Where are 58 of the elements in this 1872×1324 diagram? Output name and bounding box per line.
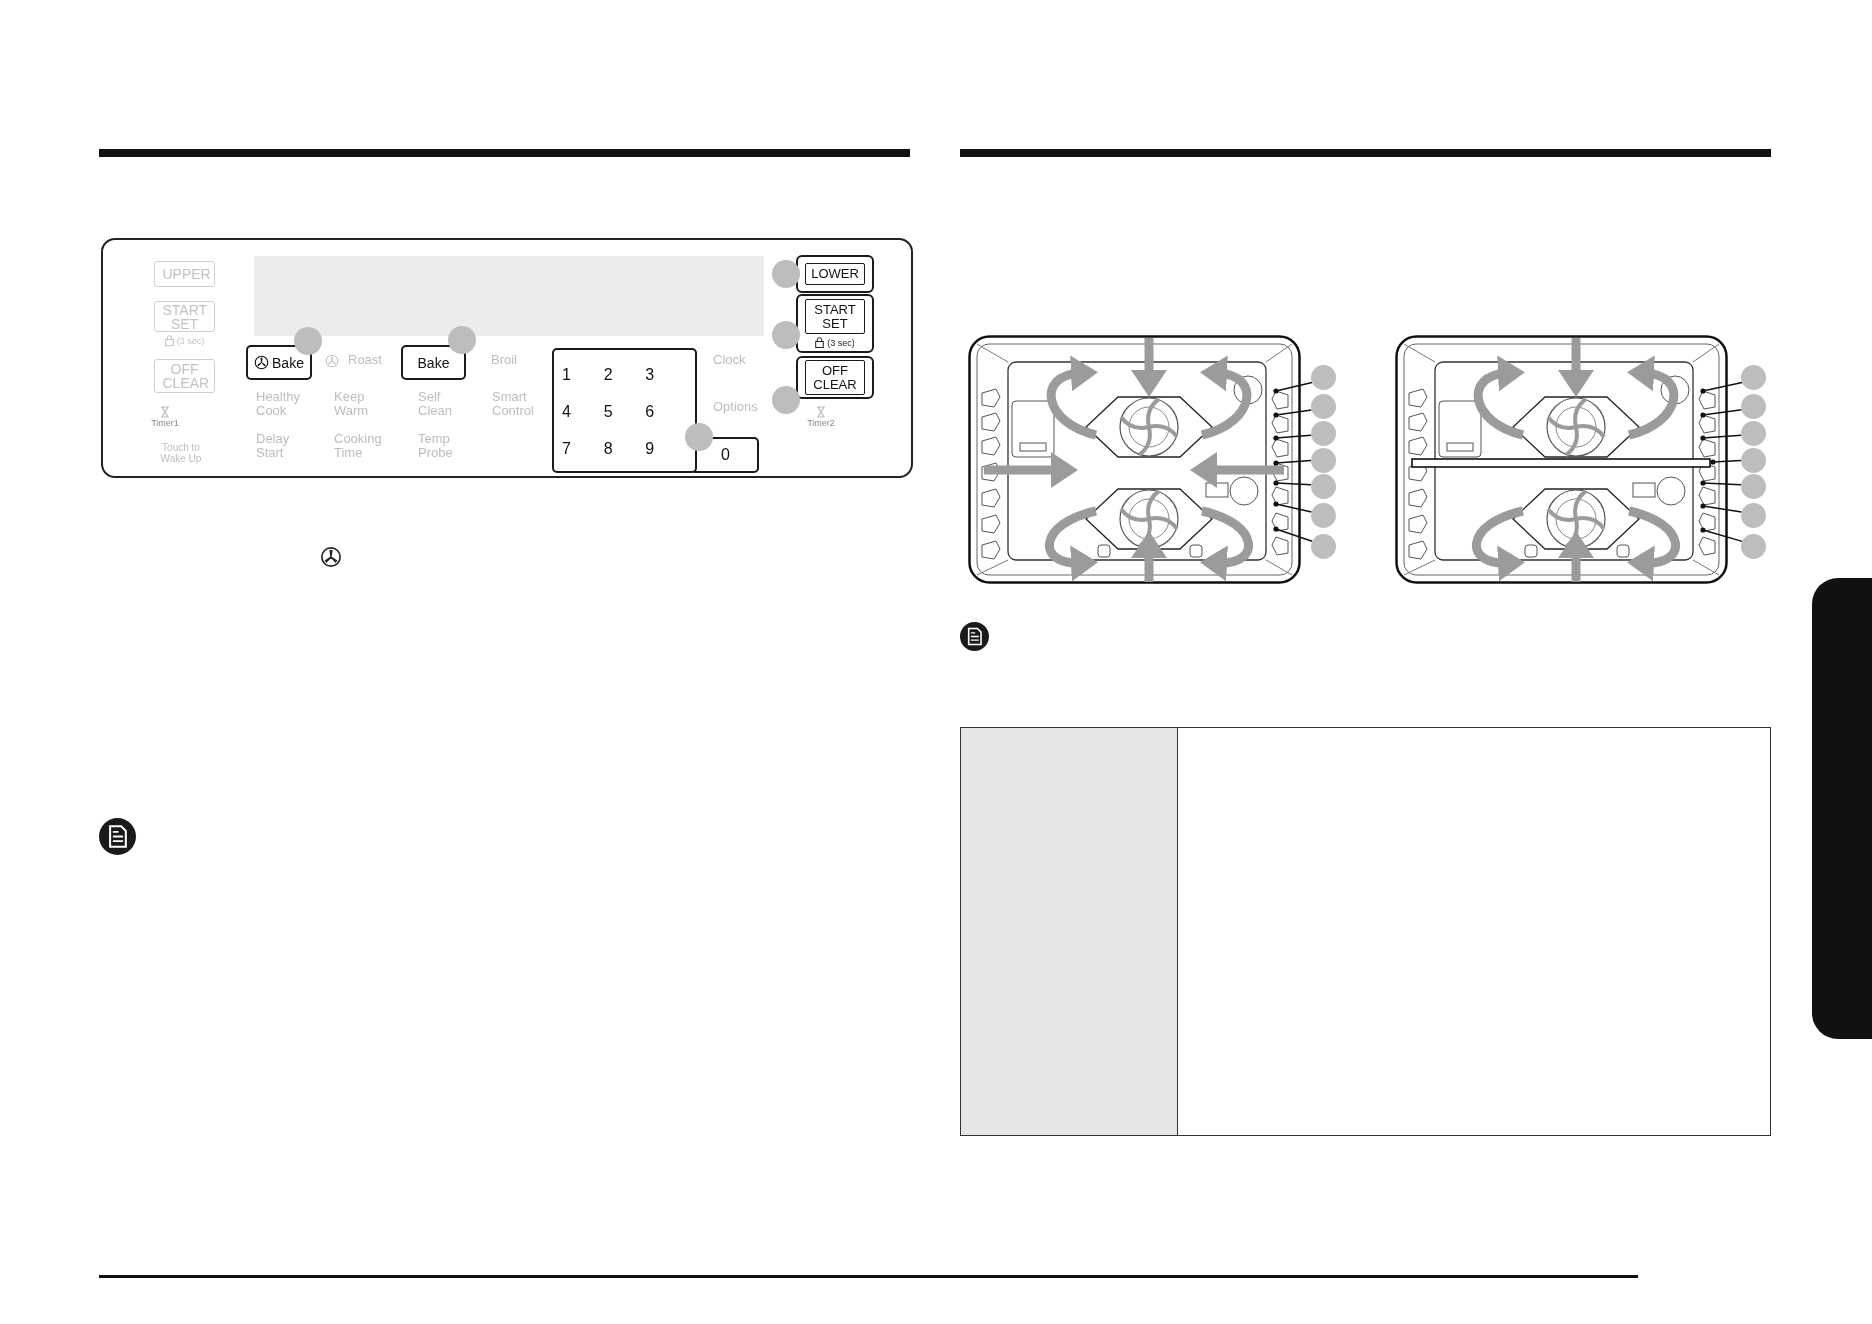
callout-circle xyxy=(1311,534,1336,559)
button-label: Cooking Time xyxy=(334,432,383,460)
leader-line xyxy=(1273,381,1313,394)
callout-circle xyxy=(1741,534,1766,559)
callout-circle xyxy=(1311,448,1336,473)
panel-button: UPPER xyxy=(154,261,215,287)
callout-circle xyxy=(1311,503,1336,528)
leader-line xyxy=(1700,527,1743,543)
callout-circle xyxy=(772,386,800,414)
leader-line xyxy=(1700,434,1742,441)
button-label: Touch to Wake Up xyxy=(159,443,203,464)
callout-circle xyxy=(1311,421,1336,446)
callout-circle xyxy=(1311,365,1336,390)
leader-line xyxy=(1700,503,1743,513)
button-label: Smart Control xyxy=(492,390,535,418)
oven-cavity-drawing xyxy=(968,335,1301,584)
panel-button: OFF CLEAR xyxy=(154,359,215,393)
callout-circle xyxy=(1741,365,1766,390)
panel-button: OFF CLEAR xyxy=(796,356,874,399)
callout-circle xyxy=(1741,394,1766,419)
leader-line xyxy=(1273,501,1313,513)
callout-circle xyxy=(1741,421,1766,446)
section-tab xyxy=(1812,578,1872,1039)
callout-circle xyxy=(1741,448,1766,473)
leader-line xyxy=(1700,381,1743,394)
button-label: Keep Warm xyxy=(334,390,370,418)
control-panel xyxy=(101,238,913,478)
leader-line xyxy=(1273,480,1312,486)
callout-circle xyxy=(294,327,322,355)
callout-circle xyxy=(448,326,476,354)
panel-button: START SET xyxy=(154,301,215,332)
button-label: Broil xyxy=(491,353,518,367)
callout-circle xyxy=(685,423,713,451)
button-label: Temp Probe xyxy=(418,432,454,460)
callout-circle xyxy=(772,321,800,349)
number-keypad: 1 2 3 4 5 6 7 8 9 xyxy=(552,348,697,473)
button-label: Delay Start xyxy=(256,432,291,460)
leader-line xyxy=(1273,409,1313,418)
callout-circle xyxy=(772,260,800,288)
button-label: Self Clean xyxy=(418,390,453,418)
button-label: Options xyxy=(713,400,759,414)
leader-line xyxy=(1700,409,1743,418)
button-label: Roast xyxy=(348,353,383,367)
oven-cavity-drawing xyxy=(1395,335,1728,584)
leader-line xyxy=(1710,459,1742,465)
leader-line xyxy=(1700,480,1742,486)
leader-line xyxy=(1273,526,1313,543)
callout-circle xyxy=(1741,474,1766,499)
leader-line xyxy=(1273,434,1312,441)
button-label: Healthy Cook xyxy=(256,390,302,418)
button-label: Clock xyxy=(713,353,747,367)
callout-circle xyxy=(1311,474,1336,499)
callout-circle xyxy=(1741,503,1766,528)
leader-line xyxy=(1273,459,1312,466)
callout-circle xyxy=(1311,394,1336,419)
display-screen xyxy=(254,256,764,336)
button-label: Timer1 xyxy=(150,419,180,429)
button-label: Timer2 xyxy=(806,419,836,429)
